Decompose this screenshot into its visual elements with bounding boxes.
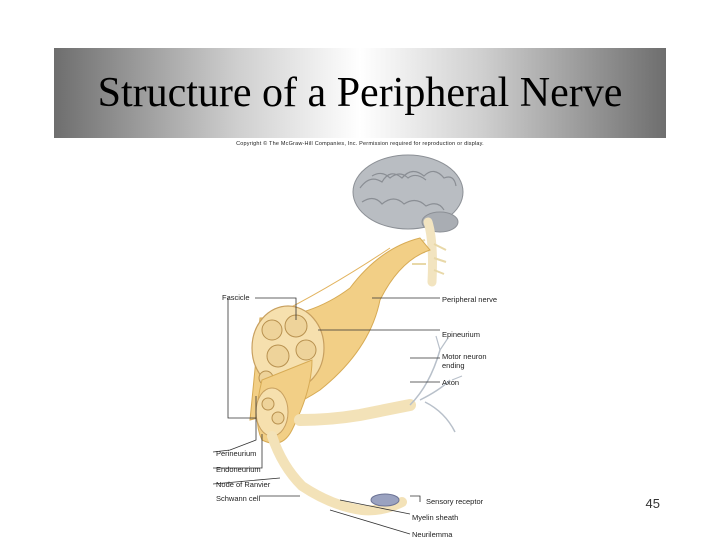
label-myelin-sheath: Myelin sheath bbox=[412, 513, 459, 522]
slide-title: Structure of a Peripheral Nerve bbox=[97, 70, 623, 116]
label-neurilemma: Neurilemma bbox=[412, 530, 453, 539]
label-endoneurium: Endoneurium bbox=[216, 465, 261, 474]
label-node-of-ranvier: Node of Ranvier bbox=[216, 480, 271, 489]
label-schwann-cell: Schwann cell bbox=[216, 494, 261, 503]
label-perineurium: Perineurium bbox=[216, 449, 257, 458]
label-axon: Axon bbox=[442, 378, 460, 387]
label-motor-neuron-ending-line2: ending bbox=[442, 361, 465, 370]
page-number: 45 bbox=[645, 496, 660, 511]
label-fascicle: Fascicle bbox=[222, 293, 250, 302]
label-epineurium: Epineurium bbox=[442, 330, 480, 339]
label-motor-neuron-ending-line1: Motor neuron bbox=[442, 352, 487, 361]
label-peripheral-nerve: Peripheral nerve bbox=[442, 295, 498, 304]
title-bar: Structure of a Peripheral Nerve bbox=[54, 48, 666, 138]
label-sensory-receptor: Sensory receptor bbox=[426, 497, 484, 506]
copyright-notice: Copyright © The McGraw-Hill Companies, I… bbox=[236, 141, 484, 147]
brain-image bbox=[352, 154, 464, 233]
